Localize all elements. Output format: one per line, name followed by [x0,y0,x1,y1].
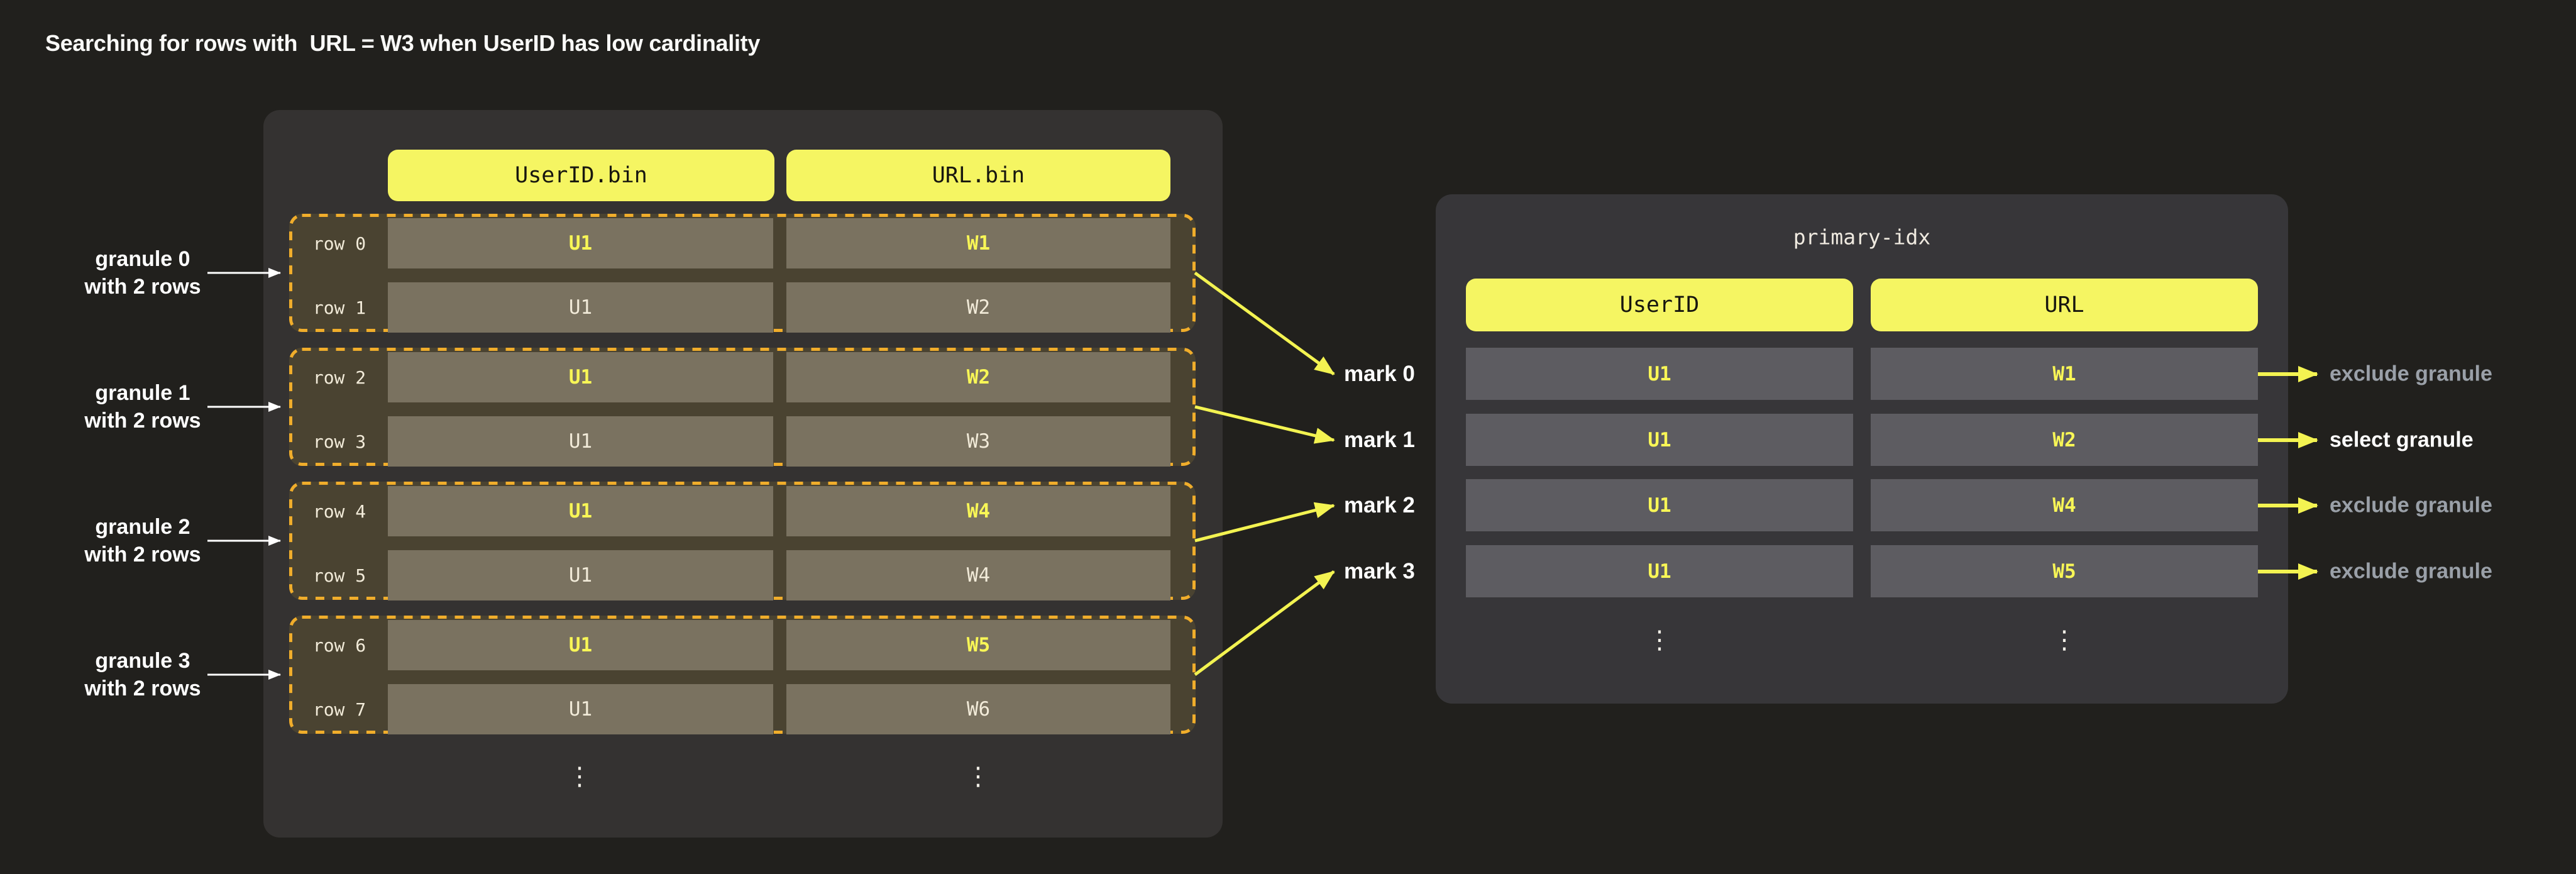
granule-callout-line2: with 2 rows [84,677,201,700]
granule-callout-line1: granule 0 [95,247,190,271]
index-cell-url: W5 [1871,545,2258,597]
column-header-userid-bin: UserID.bin [388,150,774,201]
granule-callout-line2: with 2 rows [84,543,201,567]
more-rows-ellipsis: ⋮ [567,762,592,791]
row-label: row 6 [312,634,366,656]
index-cell-userid: U1 [1466,414,1853,466]
row-label: row 2 [312,367,366,388]
bin-cell-url: W5 [786,620,1170,670]
bin-cell-userid: U1 [388,416,773,467]
bin-cell-userid: U1 [388,282,773,333]
bin-cell-url: W2 [786,352,1170,402]
bin-cell-userid: U1 [388,486,773,536]
row-label: row 3 [312,431,366,452]
granule-callout-line2: with 2 rows [84,409,201,433]
granule-callout-line2: with 2 rows [84,275,201,299]
index-header-userid: UserID [1466,279,1853,331]
row-label: row 1 [312,297,366,318]
index-cell-url: W1 [1871,348,2258,400]
granule-callout-2: granule 2 with 2 rows [25,513,260,568]
mark-label-0: mark 0 [1344,362,1415,386]
bin-cell-userid: U1 [388,620,773,670]
row-label: row 5 [312,565,366,586]
granule-callout-1: granule 1 with 2 rows [25,379,260,434]
primary-index-title: primary-idx [1793,224,1931,250]
action-label-exclude-2: exclude granule [2330,493,2492,517]
bin-cell-url: W1 [786,218,1170,268]
action-label-select: select granule [2330,428,2474,452]
bin-cell-url: W2 [786,282,1170,333]
more-rows-ellipsis: ⋮ [966,762,991,791]
bin-cell-url: W4 [786,486,1170,536]
bin-cell-userid: U1 [388,218,773,268]
bin-cell-userid: U1 [388,550,773,600]
granule-callout-line1: granule 3 [95,649,190,673]
granule-box-3: row 6 U1 W5 row 7 U1 W6 [289,616,1196,734]
granule-callout-line1: granule 2 [95,515,190,539]
index-cell-userid: U1 [1466,348,1853,400]
mark-label-1: mark 1 [1344,428,1415,452]
index-cell-url: W4 [1871,479,2258,531]
granule-box-0: row 0 U1 W1 row 1 U1 W2 [289,214,1196,333]
column-header-url-bin: URL.bin [786,150,1170,201]
granule-box-2: row 4 U1 W4 row 5 U1 W4 [289,482,1196,600]
index-cell-url: W2 [1871,414,2258,466]
diagram-title: Searching for rows with URL = W3 when Us… [45,30,761,56]
index-cell-userid: U1 [1466,545,1853,597]
mark-label-3: mark 3 [1344,559,1415,584]
action-label-exclude-3: exclude granule [2330,559,2492,584]
mark-label-2: mark 2 [1344,493,1415,517]
row-label: row 0 [312,233,366,254]
bin-cell-url: W6 [786,684,1170,734]
bin-cell-url: W3 [786,416,1170,467]
index-cell-userid: U1 [1466,479,1853,531]
bin-cell-userid: U1 [388,352,773,402]
granule-box-1: row 2 U1 W2 row 3 U1 W3 [289,348,1196,467]
granule-callout-0: granule 0 with 2 rows [25,245,260,301]
row-label: row 7 [312,699,366,720]
action-label-exclude-0: exclude granule [2330,362,2492,386]
bin-cell-url: W4 [786,550,1170,600]
granule-callout-line1: granule 1 [95,381,190,405]
row-label: row 4 [312,501,366,522]
granule-callout-3: granule 3 with 2 rows [25,647,260,702]
more-index-rows-ellipsis: ⋮ [1647,626,1672,655]
bin-cell-userid: U1 [388,684,773,734]
more-index-rows-ellipsis: ⋮ [2052,626,2077,655]
index-header-url: URL [1871,279,2258,331]
